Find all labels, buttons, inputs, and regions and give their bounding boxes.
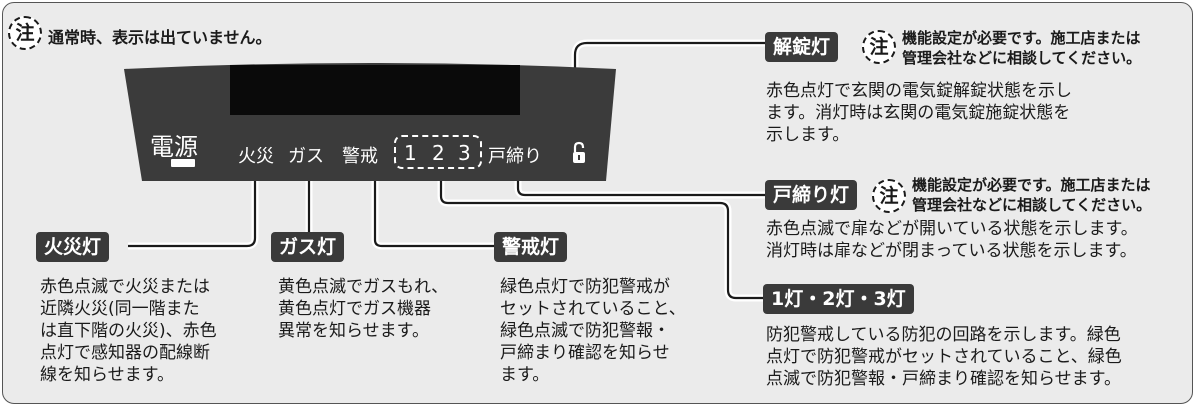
desc-line: 点灯で感知器の配線断 (40, 343, 210, 363)
note-line: 機能設定が必要です。施工店または (912, 176, 1151, 194)
zone-lamps-tag: 1灯・2灯・3灯 (763, 284, 914, 314)
unlock-icon (573, 141, 585, 163)
desc-line: 赤色点滅で扉などが開いている状態を示します。 (766, 219, 1138, 239)
zone-1-label: 1 (404, 141, 417, 165)
zone-lamps-group (394, 135, 482, 169)
zone-2-label: 2 (432, 141, 445, 165)
security-label: 警戒 (342, 146, 378, 167)
desc-line: セットされていること、 (500, 299, 686, 319)
desc-line: 点灯で防犯警戒がセットされていること、緑色 (766, 347, 1122, 367)
note-line: 機能設定が必要です。施工店または (902, 29, 1141, 47)
fire-lamp-tag: 火災灯 (36, 232, 110, 262)
door-lamp-description: 赤色点滅で扉などが開いている状態を示します。 消灯時は扉などが閉まっている状態を… (766, 218, 1138, 262)
note-line: 管理会社などに相談してください。 (912, 196, 1152, 214)
desc-line: 異常を知らせます。 (278, 321, 429, 341)
desc-line: 戸締まり確認を知らせ (500, 343, 670, 363)
desc-line: ます。 (500, 365, 550, 385)
security-lamp-tag: 警戒灯 (494, 232, 568, 262)
desc-line: 緑色点滅で防犯警報・ (500, 321, 670, 341)
desc-line: 消灯時は扉などが閉まっている状態を示します。 (766, 241, 1137, 261)
desc-line: 近隣火災(同一階また (40, 299, 200, 319)
power-lamp (171, 159, 195, 167)
gas-lamp-tag: ガス灯 (271, 232, 345, 262)
note-icon: 注 (862, 30, 896, 64)
desc-line: 黄色点滅でガスもれ、 (278, 277, 449, 297)
control-panel: 電源 火災 ガス 警戒 1 2 3 戸締り (120, 55, 620, 185)
desc-line: 防犯警戒している防犯の回路を示します。緑色 (766, 325, 1121, 345)
security-lamp-description: 緑色点灯で防犯警戒が セットされていること、 緑色点滅で防犯警報・ 戸締まり確認… (500, 276, 686, 386)
door-lamp-tag: 戸締り灯 (765, 180, 858, 210)
desc-line: 線を知らせます。 (40, 365, 174, 385)
zone-3-label: 3 (458, 141, 471, 165)
desc-line: は直下階の火災)、赤色 (40, 321, 217, 341)
power-label: 電源 (150, 133, 198, 161)
note-line: 管理会社などに相談してください。 (902, 49, 1142, 67)
note-icon: 注 (8, 16, 42, 50)
desc-line: 赤色点滅で火災または (40, 277, 210, 297)
gas-label: ガス (288, 146, 324, 167)
unlock-lamp-tag: 解錠灯 (765, 32, 839, 62)
fire-lamp-description: 赤色点滅で火災または 近隣火災(同一階また は直下階の火災)、赤色 点灯で感知器… (40, 276, 217, 386)
desc-line: 赤色点灯で玄関の電気錠解錠状態を示し (766, 81, 1072, 101)
desc-line: 示します。 (766, 125, 850, 145)
display-window (230, 65, 520, 115)
unlock-lamp-description: 赤色点灯で玄関の電気錠解錠状態を示し ます。消灯時は玄関の電気錠施錠状態を 示し… (766, 80, 1072, 146)
unlock-lamp-note: 機能設定が必要です。施工店または 管理会社などに相談してください。 (902, 28, 1141, 68)
door-lamp-note: 機能設定が必要です。施工店または 管理会社などに相談してください。 (912, 175, 1151, 215)
desc-line: 点滅で防犯警報・戸締まり確認を知らせます。 (766, 369, 1121, 389)
header-note-text: 通常時、表示は出ていません。 (48, 28, 272, 47)
door-label: 戸締り (488, 146, 542, 167)
desc-line: ます。消灯時は玄関の電気錠施錠状態を (766, 103, 1071, 123)
desc-line: 黄色点灯でガス機器 (278, 299, 431, 319)
note-icon: 注 (872, 179, 906, 213)
gas-lamp-description: 黄色点滅でガスもれ、 黄色点灯でガス機器 異常を知らせます。 (278, 276, 448, 342)
zone-lamps-description: 防犯警戒している防犯の回路を示します。緑色 点灯で防犯警戒がセットされていること… (766, 324, 1122, 390)
fire-label: 火災 (238, 146, 274, 167)
desc-line: 緑色点灯で防犯警戒が (500, 277, 670, 297)
